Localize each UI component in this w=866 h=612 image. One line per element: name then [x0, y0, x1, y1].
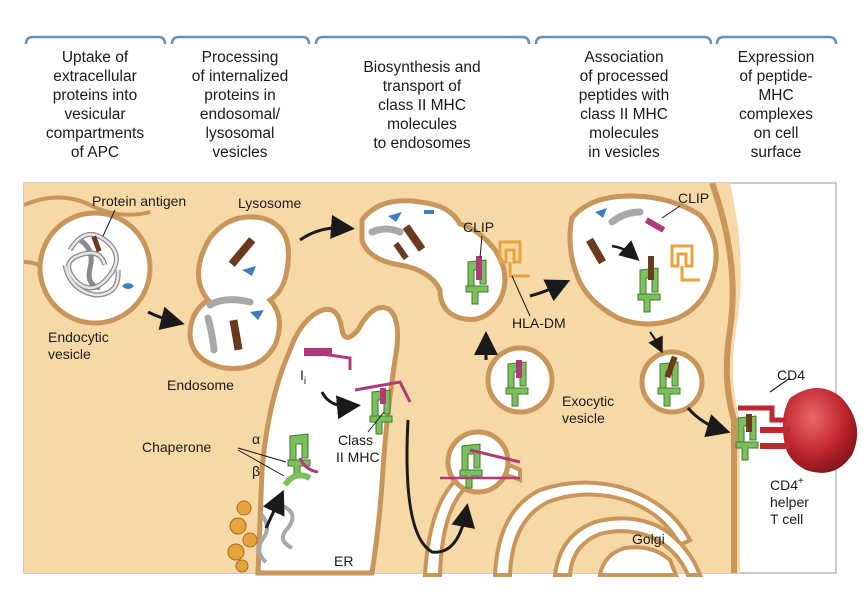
label-chaperone: Chaperone: [142, 439, 211, 455]
header-1-line-2: extracellular: [53, 68, 137, 85]
header-2-line-2: of internalized: [192, 68, 289, 85]
label-exocytic-2: vesicle: [562, 410, 605, 426]
label-helper: helper: [770, 494, 809, 510]
header-5-line-3: MHC: [758, 87, 793, 104]
diagram-labels: Protein antigen Lysosome Endocytic vesic…: [48, 190, 809, 569]
arrow-endosome-to-lysosome: [299, 214, 355, 242]
arrow-ribosome-up: [262, 489, 285, 529]
header-2-line-6: vesicles: [212, 144, 267, 161]
header-5-line-1: Expression: [738, 49, 815, 66]
header-1: Uptake of extracellular proteins into ve…: [24, 35, 167, 161]
ribosomes: [227, 500, 258, 573]
endoplasmic-reticulum: [255, 305, 401, 576]
label-cd4: CD4: [777, 367, 805, 383]
header-2: Processing of internalized proteins in e…: [170, 35, 311, 161]
header-4-line-6: in vesicles: [588, 144, 660, 161]
label-clip-2: CLIP: [678, 190, 709, 206]
header-5-line-2: of peptide-: [739, 68, 812, 85]
er-contents: [227, 348, 412, 573]
header-3-line-1: Biosynthesis and: [363, 59, 480, 76]
header-5: Expression of peptide- MHC complexes on …: [715, 35, 838, 161]
label-exocytic-1: Exocytic: [562, 393, 614, 409]
header-5-line-5: on cell: [754, 125, 799, 142]
arrow-endocytic-to-endosome: [147, 306, 185, 331]
header-3-line-2: transport of: [383, 78, 462, 95]
label-endosome: Endosome: [167, 377, 234, 393]
lysosome-vesicle: [359, 198, 530, 322]
label-ii: Ii: [300, 367, 306, 387]
header-4-line-2: of processed: [580, 68, 669, 85]
t-cell: [735, 377, 858, 473]
header-4-line-3: peptides with: [579, 87, 669, 104]
flow-arrows: [147, 214, 731, 554]
arrow-assoc-to-vesicle: [648, 331, 663, 354]
label-endocytic-vesicle-2: vesicle: [48, 346, 91, 362]
label-alpha: α: [252, 431, 260, 447]
label-golgi: Golgi: [632, 531, 665, 547]
label-er: ER: [334, 553, 353, 569]
header-2-line-5: lysosomal: [206, 125, 275, 142]
header-5-line-6: surface: [751, 144, 802, 161]
exocytic-vesicle-upper: [485, 345, 555, 415]
arrow-ii-to-class2: [320, 391, 361, 420]
header-3-line-5: to endosomes: [373, 135, 471, 152]
endosome: [187, 214, 291, 372]
peptide-mhc-vesicle: [639, 349, 705, 415]
label-cd4-helper: CD4+: [770, 476, 804, 493]
header-1-line-1: Uptake of: [62, 49, 129, 66]
label-lysosome: Lysosome: [238, 195, 302, 211]
header-1-line-3: proteins into: [53, 87, 137, 104]
label-clip-1: CLIP: [463, 219, 494, 235]
header-3-line-3: class II MHC: [378, 97, 466, 114]
label-hla-dm: HLA-DM: [512, 315, 566, 331]
association-vesicle: [567, 193, 719, 327]
header-5-line-4: complexes: [739, 106, 813, 123]
exocytic-vesicle-lower: [440, 429, 521, 495]
header-4-line-5: molecules: [589, 125, 659, 142]
header-2-line-4: endosomal/: [200, 106, 281, 123]
header-1-line-6: of APC: [71, 144, 119, 161]
header-2-line-3: proteins in: [204, 87, 276, 104]
header-4-line-4: class II MHC: [580, 106, 668, 123]
label-beta: β: [252, 463, 260, 479]
arrow-assoc-inner: [611, 240, 640, 261]
header-3: Biosynthesis and transport of class II M…: [314, 35, 531, 152]
arrow-er-to-golgi: [405, 419, 476, 554]
header-3-line-4: molecules: [387, 116, 457, 133]
arrow-vesicle-to-surface: [686, 407, 731, 438]
header-2-line-1: Processing: [202, 49, 279, 66]
header-1-line-4: vesicular: [64, 106, 125, 123]
label-t-cell: T cell: [770, 511, 803, 527]
header-row: Uptake of extracellular proteins into ve…: [24, 35, 838, 161]
label-class2-2: II MHC: [336, 449, 380, 465]
header-4: Association of processed peptides with c…: [534, 35, 713, 161]
header-4-line-1: Association: [584, 49, 663, 66]
label-protein-antigen: Protein antigen: [92, 193, 186, 209]
cell-membrane: [709, 181, 737, 573]
label-class2-1: Class: [338, 432, 373, 448]
endocytic-vesicle: [37, 210, 153, 326]
arrow-to-association: [529, 279, 571, 302]
label-endocytic-vesicle-1: Endocytic: [48, 329, 109, 345]
header-1-line-5: compartments: [46, 125, 144, 142]
